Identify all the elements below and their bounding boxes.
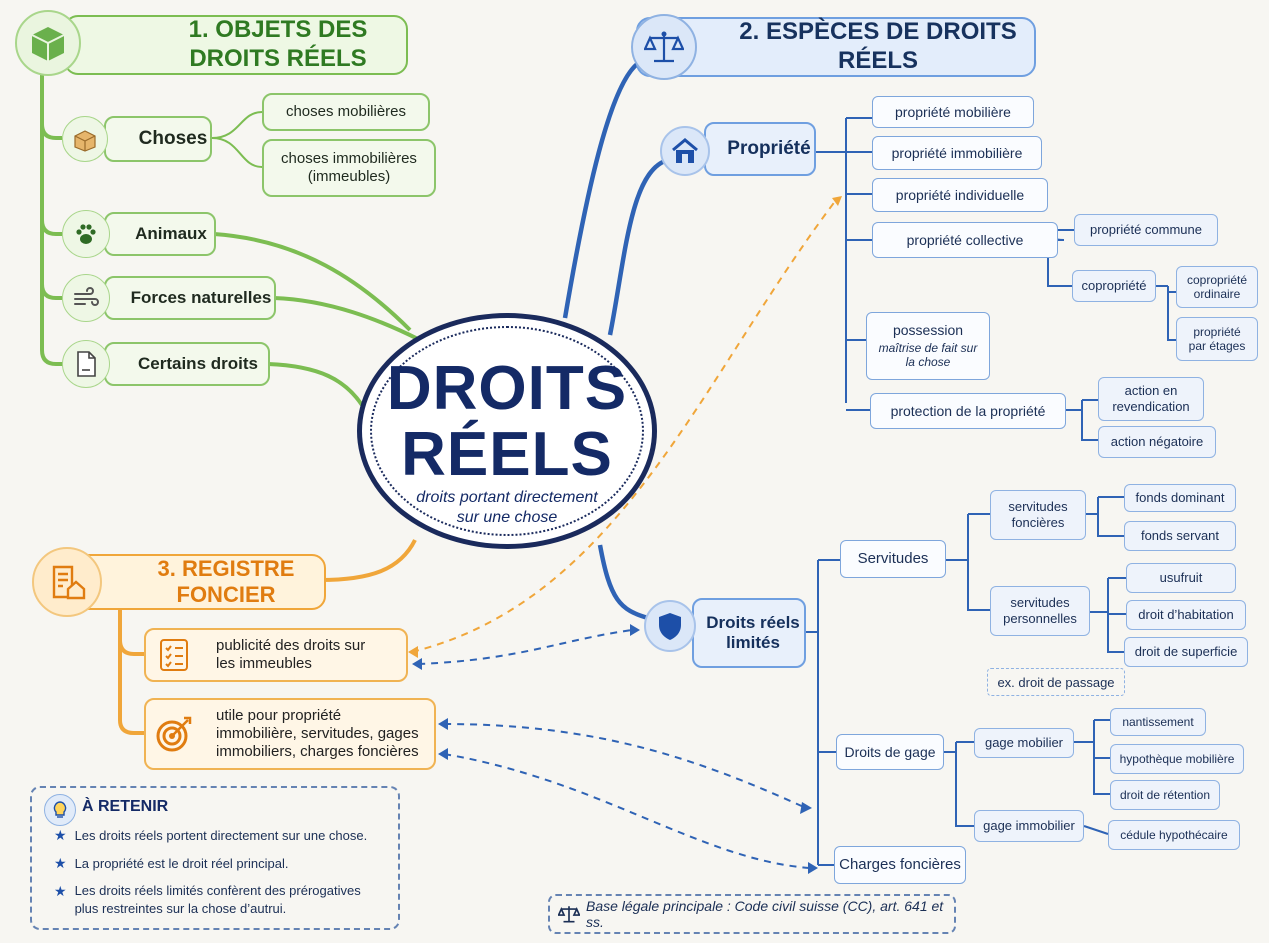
example-droit-de-passage: ex. droit de passage — [987, 668, 1125, 696]
section2-title: 2. ESPÈCES DE DROITS RÉELS — [636, 17, 1036, 77]
node-publicite-droits: publicité des droits sur les immeubles — [144, 628, 408, 682]
register-icon — [32, 547, 102, 617]
retenir-item-text: Les droits réels limités confèrent des p… — [74, 883, 361, 916]
scales-icon — [631, 14, 697, 80]
node-droit-retention: droit de rétention — [1110, 780, 1220, 810]
node-choses-mobilieres: choses mobilières — [262, 93, 430, 131]
lightbulb-icon — [44, 794, 76, 826]
shield-icon — [644, 600, 696, 652]
center-title-line1: DROITS — [386, 354, 628, 423]
node-cedule-hypothecaire: cédule hypothécaire — [1108, 820, 1240, 850]
box-icon — [15, 10, 81, 76]
star-icon: ★ — [54, 855, 67, 871]
node-protection-propriete: protection de la propriété — [870, 393, 1066, 429]
node-animaux: Animaux — [104, 212, 216, 256]
center-subtitle-line2: sur une chose — [456, 509, 558, 526]
node-gage-mobilier: gage mobilier — [974, 728, 1074, 758]
node-choses-immobilieres: choses immobilières (immeubles) — [262, 139, 436, 197]
node-copropriete: copropriété — [1072, 270, 1156, 302]
retenir-item-text: Les droits réels portent directement sur… — [74, 828, 368, 843]
base-legale-text: Base légale principale : Code civil suis… — [586, 898, 944, 930]
retenir-item: ★ Les droits réels portent directement su… — [54, 826, 394, 845]
node-forces-naturelles: Forces naturelles — [104, 276, 276, 320]
retenir-item-text: La propriété est le droit réel principal… — [74, 856, 289, 871]
document-icon — [62, 340, 110, 388]
node-propriete: Propriété — [704, 122, 816, 176]
paw-icon — [62, 210, 110, 258]
node-droit-habitation: droit d’habitation — [1126, 600, 1246, 630]
node-nantissement: nantissement — [1110, 708, 1206, 736]
central-node-dotted-ring — [370, 326, 644, 536]
scales-icon — [557, 904, 581, 927]
retenir-title: À RETENIR — [82, 798, 169, 815]
node-usufruit: usufruit — [1126, 563, 1236, 593]
node-choses: Choses — [104, 116, 212, 162]
node-servitudes-personnelles: servitudes personnelles — [990, 586, 1090, 636]
node-servitudes-foncieres: servitudes foncières — [990, 490, 1086, 540]
star-icon: ★ — [54, 827, 67, 843]
node-action-negatoire: action négatoire — [1098, 426, 1216, 458]
node-droits-de-gage: Droits de gage — [836, 734, 944, 770]
node-propriete-mobiliere: propriété mobilière — [872, 96, 1034, 128]
node-servitudes: Servitudes — [840, 540, 946, 578]
node-propriete-collective: propriété collective — [872, 222, 1058, 258]
target-icon — [154, 714, 194, 754]
star-icon: ★ — [54, 883, 67, 899]
wind-icon — [62, 274, 110, 322]
node-action-revendication: action en revendication — [1098, 377, 1204, 421]
node-possession: possession maîtrise de fait sur la chose — [866, 312, 990, 380]
retenir-box: À RETENIR ★ Les droits réels portent dire… — [30, 786, 400, 930]
possession-label: possession — [892, 322, 964, 339]
base-legale-box: Base légale principale : Code civil suis… — [548, 894, 956, 934]
node-hypotheque-mobiliere: hypothèque mobilière — [1110, 744, 1244, 774]
possession-note: maîtrise de fait sur la chose — [878, 341, 978, 370]
section1-title: 1. OBJETS DES DROITS RÉELS — [64, 15, 408, 75]
open-box-icon — [62, 116, 108, 162]
node-propriete-commune: propriété commune — [1074, 214, 1218, 246]
node-propriete-immobiliere: propriété immobilière — [872, 136, 1042, 170]
node-fonds-dominant: fonds dominant — [1124, 484, 1236, 512]
node-copropriete-ordinaire: copropriété ordinaire — [1176, 266, 1258, 308]
node-propriete-individuelle: propriété individuelle — [872, 178, 1048, 212]
house-icon — [660, 126, 710, 176]
center-title-line2: RÉELS — [401, 420, 613, 489]
node-fonds-servant: fonds servant — [1124, 521, 1236, 551]
node-certains-droits: Certains droits — [104, 342, 270, 386]
retenir-item: ★ Les droits réels limités confèrent des … — [54, 882, 374, 917]
node-charges-foncieres: Charges foncières — [834, 846, 966, 884]
center-subtitle-line1: droits portant directement — [416, 489, 598, 506]
retenir-item: ★ La propriété est le droit réel principa… — [54, 854, 394, 873]
node-gage-immobilier: gage immobilier — [974, 810, 1084, 842]
node-droits-reels-limites: Droits réels limités — [692, 598, 806, 668]
node-propriete-par-etages: propriété par étages — [1176, 317, 1258, 361]
node-droit-superficie: droit de superficie — [1124, 637, 1248, 667]
checklist-icon — [158, 638, 192, 672]
node-utile-pour: utile pour propriété immobilière, servit… — [144, 698, 436, 770]
central-node: DROITS RÉELS droits portant directement … — [357, 313, 657, 549]
